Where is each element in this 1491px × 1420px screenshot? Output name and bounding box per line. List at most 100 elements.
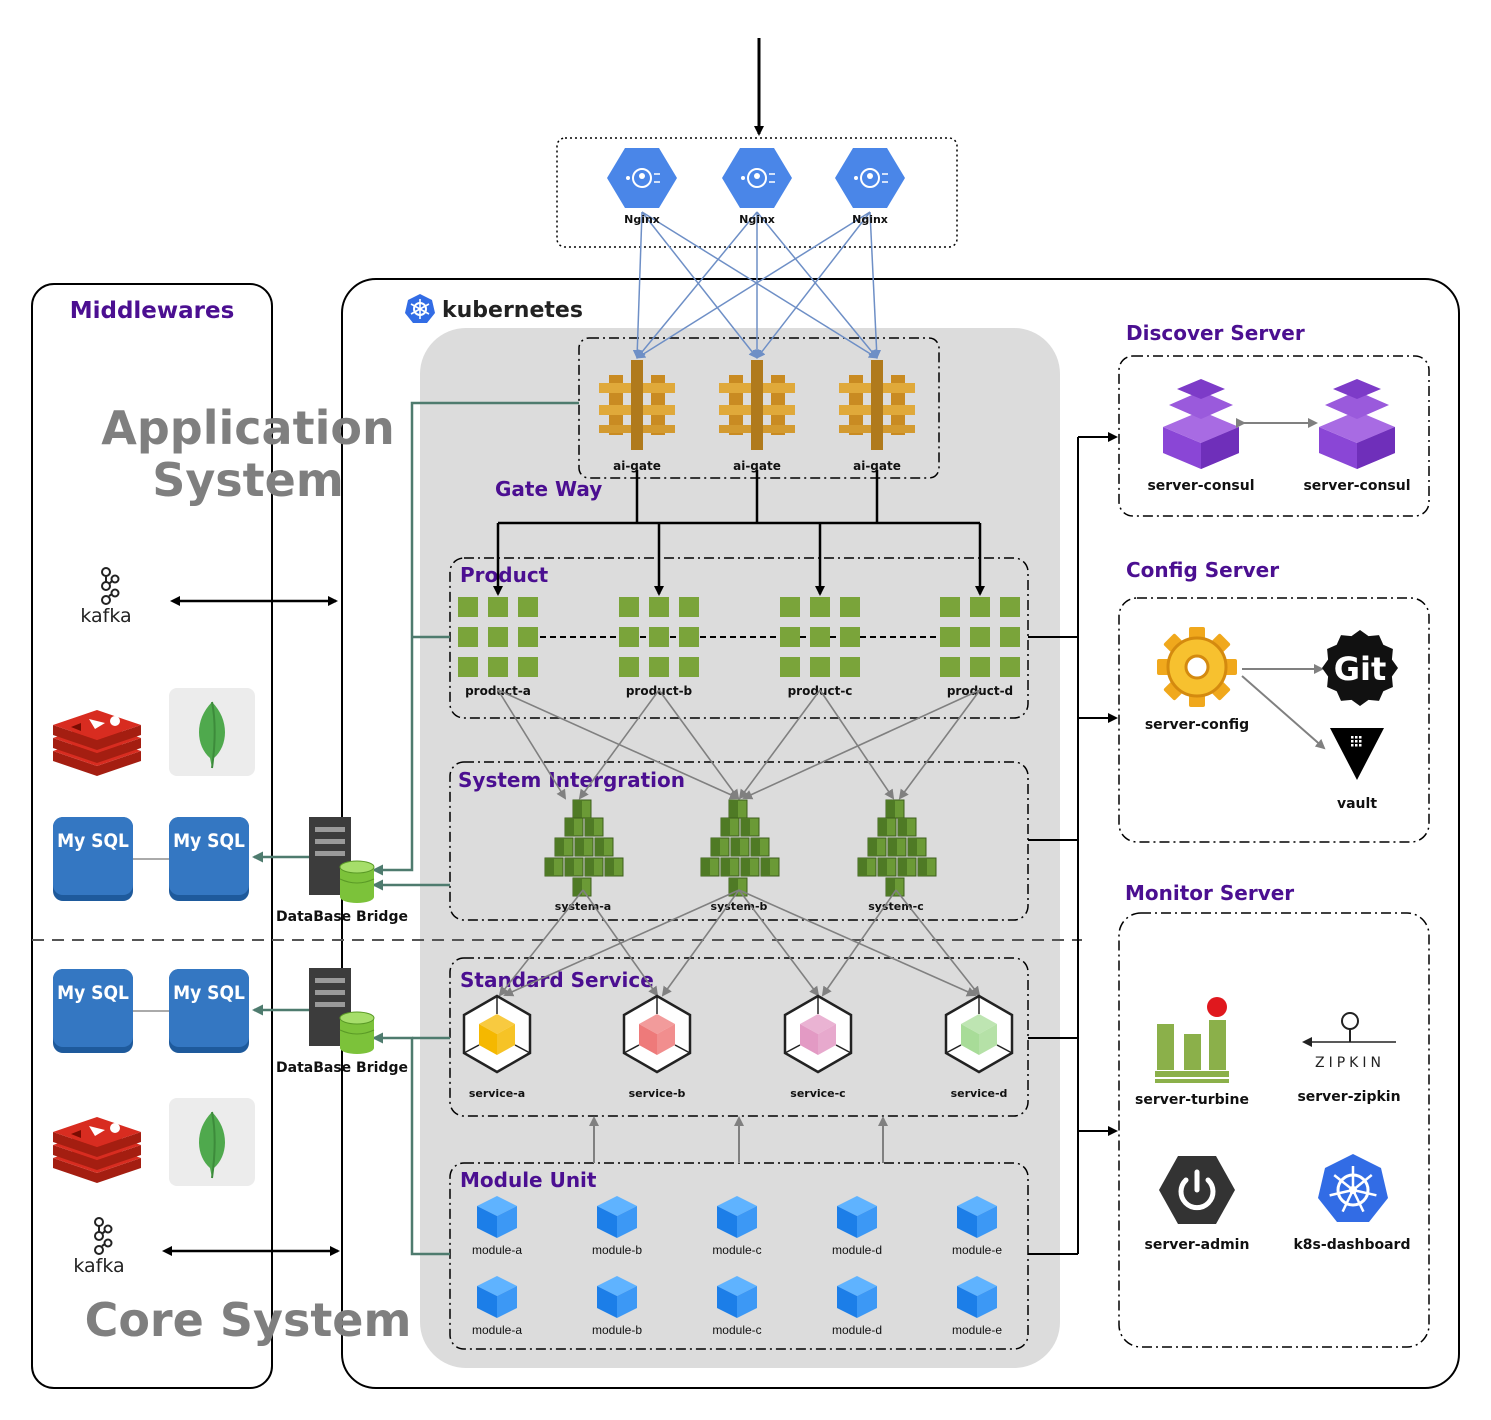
nginx-icons: Nginx Nginx Nginx <box>607 148 905 226</box>
system-label: system-c <box>868 900 924 913</box>
cube-icon <box>477 1276 517 1318</box>
product-title: Product <box>460 563 549 587</box>
consul-label: server-consul <box>1147 478 1254 494</box>
cube-icon <box>837 1196 877 1238</box>
grid-icon <box>458 597 538 677</box>
aws-stack-icon <box>857 799 937 897</box>
cube-icon <box>944 994 1014 1074</box>
power-icon <box>1159 1156 1235 1224</box>
nginx-icon <box>835 148 905 208</box>
cube-icon <box>783 994 853 1074</box>
nginx-to-gateway-link <box>756 211 878 359</box>
nginx-links <box>632 211 882 359</box>
grid-icon <box>619 597 699 677</box>
config-nodes: server-config Git vault <box>1145 627 1398 812</box>
redis-icon <box>53 710 141 776</box>
gateway-group <box>578 337 940 479</box>
k8s-dashboard-label: k8s-dashboard <box>1294 1237 1411 1253</box>
kafka-icon: kafka <box>80 567 132 627</box>
mysql-label: My SQL <box>57 982 129 1004</box>
module-label: module-a <box>472 1243 522 1257</box>
module-unit-title: Module Unit <box>460 1168 597 1192</box>
gateway-label: ai-gate <box>613 459 661 473</box>
system-label: system-b <box>711 900 768 913</box>
api-gateway-icon <box>839 360 915 450</box>
gateway-title: Gate Way <box>495 477 602 501</box>
cube-icon <box>597 1196 637 1238</box>
kafka-icon: kafka <box>73 1217 125 1277</box>
git-label: Git <box>1334 650 1387 688</box>
server-turbine-label: server-turbine <box>1135 1092 1249 1108</box>
grid-icon <box>780 597 860 677</box>
mysql-label: My SQL <box>173 982 245 1004</box>
core-system-label: Core System <box>85 1293 412 1347</box>
consul-icon <box>1319 379 1395 469</box>
gateway-label: ai-gate <box>733 459 781 473</box>
aws-stack-icon <box>700 799 780 897</box>
system-integration-title: System Intergration <box>458 768 685 792</box>
service-label: service-c <box>790 1087 845 1100</box>
middlewares-title: Middlewares <box>70 298 235 324</box>
turbine-icon <box>1155 997 1229 1083</box>
git-icon: Git <box>1322 630 1398 706</box>
monitor-nodes: server-turbine ZIPKIN server-zipkin server-… <box>1135 997 1410 1253</box>
service-label: service-a <box>469 1087 525 1100</box>
server-admin-label: server-admin <box>1145 1237 1250 1253</box>
server-config-label: server-config <box>1145 717 1249 733</box>
module-label: module-e <box>952 1243 1002 1257</box>
monitor-server-title: Monitor Server <box>1125 881 1294 905</box>
mysql-label: My SQL <box>57 830 129 852</box>
config-server-title: Config Server <box>1126 558 1279 582</box>
service-label: service-d <box>951 1087 1008 1100</box>
nginx-label: Nginx <box>624 213 660 226</box>
application-system-label-2: System <box>152 453 344 507</box>
config-to-vault-link <box>1241 675 1326 750</box>
module-label: module-b <box>592 1323 642 1337</box>
cube-icon <box>477 1196 517 1238</box>
vault-icon <box>1330 728 1384 780</box>
zipkin-logo-text: ZIPKIN <box>1315 1055 1385 1071</box>
mysql-icon: My SQL <box>169 817 249 901</box>
product-to-system-links <box>497 689 981 800</box>
config-server-group <box>1118 597 1430 843</box>
nginx-to-gateway-link <box>632 211 643 359</box>
server-icon <box>309 817 375 903</box>
gateway-to-product-links <box>493 470 985 596</box>
mysql-icon: My SQL <box>169 969 249 1053</box>
nginx-to-gateway-link <box>636 211 758 359</box>
monitor-server-group <box>1118 912 1430 1348</box>
vault-label: vault <box>1337 796 1377 812</box>
database-bridge-label: DataBase Bridge <box>276 1060 408 1076</box>
nginx-to-gateway-link <box>641 211 878 359</box>
cube-icon <box>597 1276 637 1318</box>
api-gateway-icon <box>599 360 675 450</box>
discover-server-title: Discover Server <box>1126 321 1305 345</box>
nginx-to-gateway-link <box>636 211 871 359</box>
module-label: module-a <box>472 1323 522 1337</box>
nginx-label: Nginx <box>852 213 888 226</box>
server-icon <box>309 968 375 1054</box>
kubernetes-icon <box>405 294 435 323</box>
cube-icon <box>717 1196 757 1238</box>
nginx-label: Nginx <box>739 213 775 226</box>
mongodb-icon <box>169 1098 255 1186</box>
discover-server-group <box>1118 355 1430 517</box>
nginx-group <box>556 137 958 248</box>
middleware-icons: kafka kafka My SQL My SQL My SQL My SQL <box>53 567 255 1277</box>
module-label: module-e <box>952 1323 1002 1337</box>
kubernetes-label: kubernetes <box>442 298 583 323</box>
server-zipkin-label: server-zipkin <box>1297 1089 1400 1105</box>
kafka-label: kafka <box>80 605 131 627</box>
middlewares-panel <box>31 283 273 1389</box>
mysql-icon: My SQL <box>53 969 133 1053</box>
redis-icon <box>53 1117 141 1183</box>
mysql-label: My SQL <box>173 830 245 852</box>
nginx-icon <box>607 148 677 208</box>
kafka-label: kafka <box>73 1255 124 1277</box>
